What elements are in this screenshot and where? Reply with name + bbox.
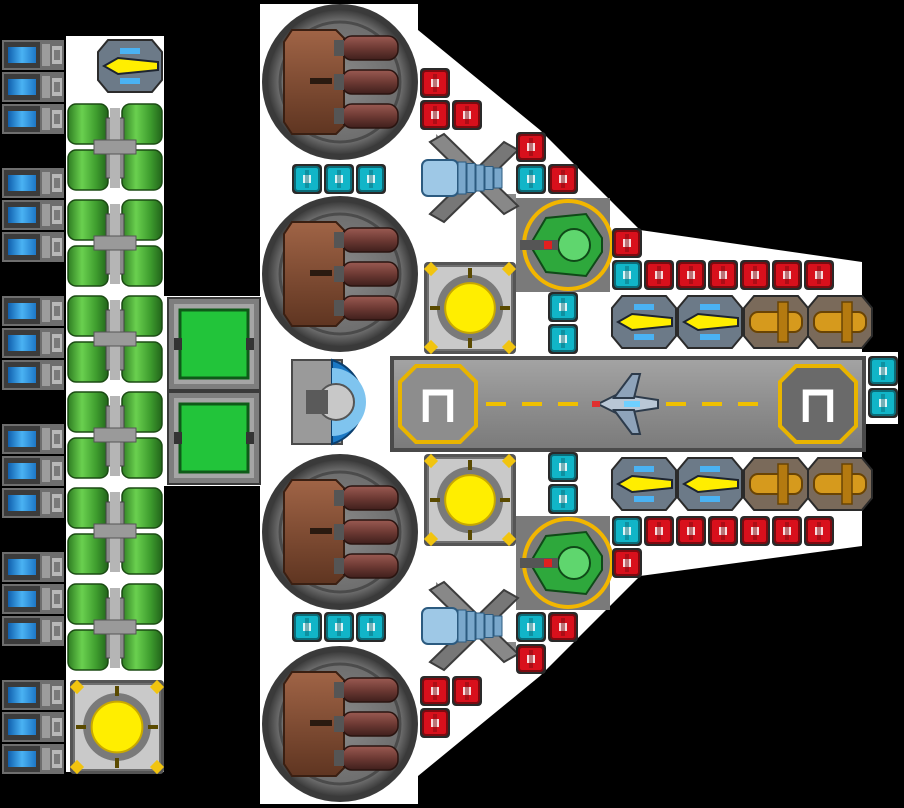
docked-fighter bbox=[592, 373, 659, 435]
shield-dome bbox=[291, 358, 366, 446]
green-tank bbox=[66, 388, 164, 484]
missile-pod-gold bbox=[743, 295, 809, 349]
green-laser-turret bbox=[516, 198, 614, 292]
red-ammo-box bbox=[804, 516, 834, 546]
reactor-core bbox=[69, 679, 165, 775]
green-tank bbox=[66, 484, 164, 580]
red-ammo-box bbox=[420, 676, 450, 706]
red-ammo-box bbox=[548, 612, 578, 642]
cyan-ammo-box bbox=[548, 484, 578, 514]
green-storage-crate bbox=[167, 391, 261, 485]
cannon-turret bbox=[262, 454, 418, 610]
reactor-core bbox=[423, 453, 517, 547]
battery-cell bbox=[2, 40, 64, 70]
missile-pod-blue bbox=[677, 295, 743, 349]
battery-cell bbox=[2, 552, 64, 582]
cyan-ammo-box bbox=[612, 516, 642, 546]
battery-cell bbox=[2, 616, 64, 646]
red-ammo-box bbox=[420, 708, 450, 738]
red-ammo-box bbox=[420, 100, 450, 130]
missile-pod-blue bbox=[611, 457, 677, 511]
green-laser-turret bbox=[516, 516, 614, 610]
red-ammo-box bbox=[420, 68, 450, 98]
red-ammo-box bbox=[452, 676, 482, 706]
engine-thruster bbox=[421, 132, 520, 224]
cyan-ammo-box bbox=[324, 164, 354, 194]
red-ammo-box bbox=[740, 516, 770, 546]
battery-cell bbox=[2, 712, 64, 742]
red-ammo-box bbox=[452, 100, 482, 130]
cyan-ammo-box bbox=[548, 292, 578, 322]
missile-pod-blue bbox=[611, 295, 677, 349]
pad-marker-left: ⊓ bbox=[417, 375, 458, 435]
cyan-ammo-box bbox=[356, 612, 386, 642]
cyan-ammo-box bbox=[548, 452, 578, 482]
battery-cell bbox=[2, 680, 64, 710]
reactor-core bbox=[423, 261, 517, 355]
cyan-ammo-box bbox=[292, 164, 322, 194]
engine-thruster bbox=[421, 580, 520, 672]
red-ammo-box bbox=[740, 260, 770, 290]
red-ammo-box bbox=[548, 164, 578, 194]
red-ammo-box bbox=[772, 516, 802, 546]
battery-cell bbox=[2, 424, 64, 454]
red-ammo-box bbox=[612, 548, 642, 578]
red-ammo-box bbox=[804, 260, 834, 290]
cyan-ammo-box bbox=[516, 164, 546, 194]
cyan-ammo-box bbox=[292, 612, 322, 642]
battery-cell bbox=[2, 200, 64, 230]
cyan-ammo-box bbox=[612, 260, 642, 290]
cannon-turret bbox=[262, 646, 418, 802]
green-tank bbox=[66, 196, 164, 292]
battery-cell bbox=[2, 488, 64, 518]
missile-pod-gold bbox=[807, 457, 873, 511]
missile-pod-gold bbox=[743, 457, 809, 511]
cannon-turret bbox=[262, 196, 418, 352]
battery-cell bbox=[2, 584, 64, 614]
red-ammo-box bbox=[516, 644, 546, 674]
battery-cell bbox=[2, 328, 64, 358]
cyan-ammo-box bbox=[324, 612, 354, 642]
green-storage-crate bbox=[167, 297, 261, 391]
green-tank bbox=[66, 292, 164, 388]
missile-pod-gold bbox=[807, 295, 873, 349]
cyan-ammo-box bbox=[356, 164, 386, 194]
cyan-ammo-box bbox=[548, 324, 578, 354]
battery-cell bbox=[2, 232, 64, 262]
red-ammo-box bbox=[644, 516, 674, 546]
battery-cell bbox=[2, 360, 64, 390]
red-ammo-box bbox=[772, 260, 802, 290]
green-tank bbox=[66, 100, 164, 196]
landing-pad: ⊓⊓ bbox=[390, 356, 866, 452]
battery-cell bbox=[2, 168, 64, 198]
battery-cell bbox=[2, 456, 64, 486]
battery-cell bbox=[2, 744, 64, 774]
red-ammo-box bbox=[676, 516, 706, 546]
red-ammo-box bbox=[708, 516, 738, 546]
pad-marker-right: ⊓ bbox=[797, 375, 838, 435]
battery-cell bbox=[2, 104, 64, 134]
battery-cell bbox=[2, 296, 64, 326]
cyan-ammo-box bbox=[868, 356, 898, 386]
battery-cell bbox=[2, 72, 64, 102]
green-tank bbox=[66, 580, 164, 676]
red-ammo-box bbox=[516, 132, 546, 162]
cannon-turret bbox=[262, 4, 418, 160]
cyan-ammo-box bbox=[868, 388, 898, 418]
missile-pod-blue bbox=[677, 457, 743, 511]
red-ammo-box bbox=[612, 228, 642, 258]
red-ammo-box bbox=[644, 260, 674, 290]
cyan-ammo-box bbox=[516, 612, 546, 642]
red-ammo-box bbox=[676, 260, 706, 290]
red-ammo-box bbox=[708, 260, 738, 290]
missile-pod-blue bbox=[97, 39, 163, 93]
